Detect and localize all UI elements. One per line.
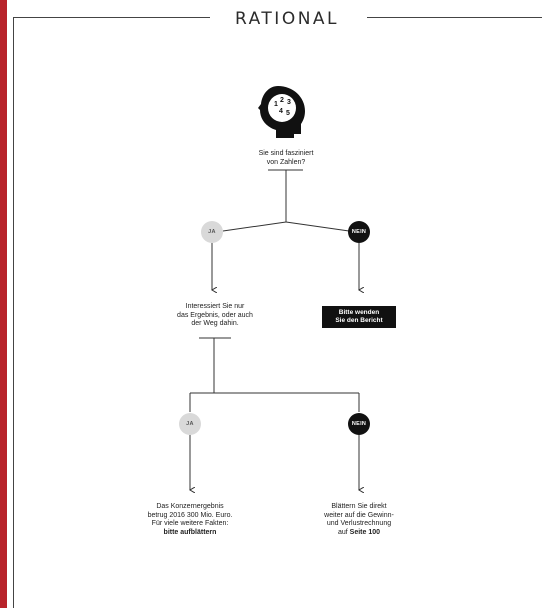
- head-with-numbers-icon: 1 2 3 4 5: [258, 86, 305, 138]
- question2-text: Interessiert Sie nur das Ergebnis, oder …: [177, 303, 253, 328]
- branch2-yes-circle: JA: [179, 413, 201, 435]
- result-no-text: Blättern Sie direkt weiter auf die Gewin…: [306, 503, 412, 537]
- result-yes-bold: bitte aufblättern: [163, 528, 217, 536]
- no-result1-box: Bitte wenden Sie den Bericht: [322, 306, 396, 328]
- frame-left: [13, 17, 14, 608]
- frame-top-left: [13, 17, 210, 18]
- result-no-body: Blättern Sie direkt weiter auf die Gewin…: [324, 503, 394, 536]
- question1-text: Sie sind fasziniert von Zahlen?: [258, 150, 314, 166]
- result-yes-text: Das Konzernergebnis betrug 2016 300 Mio.…: [135, 503, 245, 537]
- result-no-bold: Seite 100: [349, 528, 381, 536]
- head-number: 1: [274, 101, 278, 108]
- branch1-right: [285, 221, 350, 232]
- branch1-left: [222, 221, 287, 232]
- branch1-no-circle: NEIN: [348, 221, 370, 243]
- accent-side-bar: [0, 0, 7, 608]
- branch1-yes-circle: JA: [201, 221, 223, 243]
- head-number: 3: [287, 99, 291, 106]
- frame-top-right: [367, 17, 542, 18]
- head-number: 4: [279, 108, 283, 115]
- head-number: 2: [280, 97, 284, 104]
- head-number: 5: [286, 110, 290, 117]
- branch2-no-circle: NEIN: [348, 413, 370, 435]
- result-yes-body: Das Konzernergebnis betrug 2016 300 Mio.…: [147, 503, 233, 528]
- page-title: RATIONAL: [212, 6, 362, 32]
